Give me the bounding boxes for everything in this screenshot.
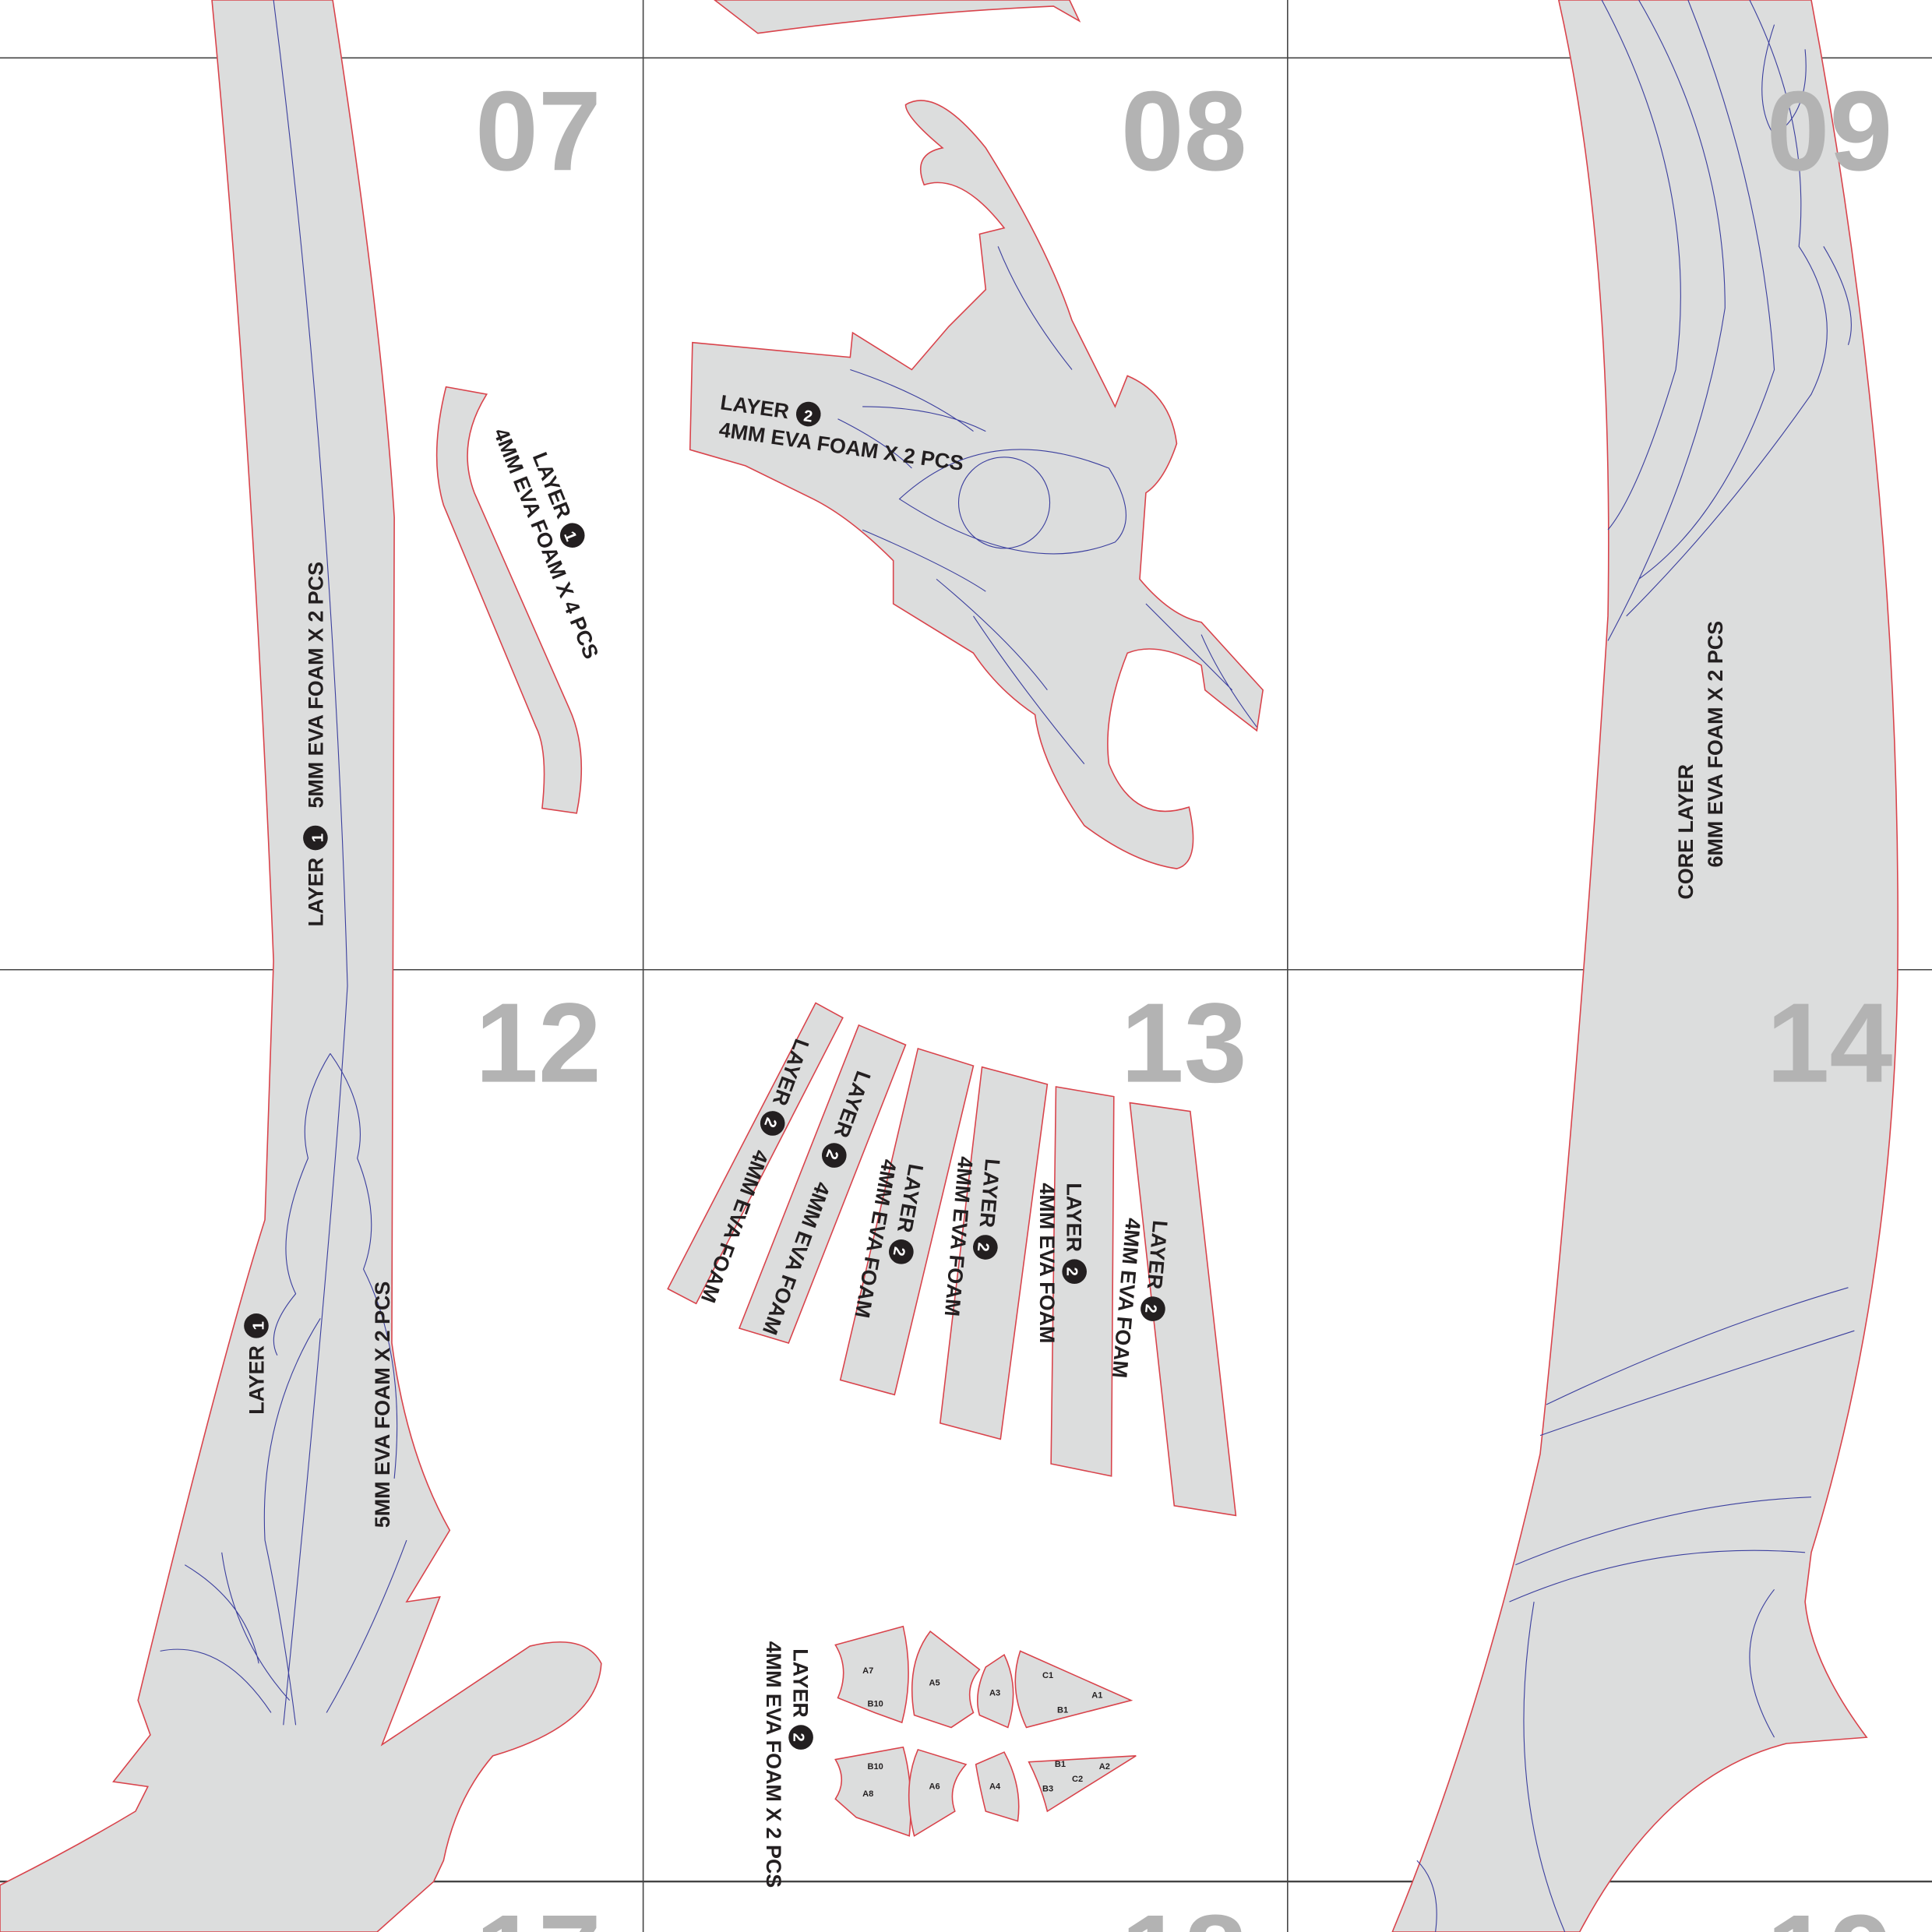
svg-text:2: 2	[890, 1246, 909, 1257]
page-number-18: 18	[1121, 1891, 1247, 1932]
orb-segment	[834, 1625, 909, 1724]
orb-code: A2	[1099, 1762, 1110, 1772]
orb-code: A3	[989, 1688, 1000, 1698]
label-handle: LAYER 1	[244, 1313, 269, 1415]
orb-segment	[911, 1630, 981, 1729]
piece-blade-layer1	[0, 0, 602, 1932]
orb-segment	[976, 1653, 1014, 1729]
segment-piece	[667, 1002, 844, 1305]
orb-segment	[1014, 1650, 1133, 1729]
segment-piece	[1129, 1102, 1237, 1517]
orb-segment-pieces: A7 B10 A5 A3 C1 B1 A1 B10 A8 A6 A4 B1 A2…	[834, 1625, 1137, 1837]
label-blade: LAYER 1 5MM EVA FOAM X 2 PCS	[303, 562, 328, 926]
piece-core-layer	[1391, 0, 1899, 1932]
svg-text:1: 1	[249, 1321, 267, 1330]
svg-text:2: 2	[802, 407, 814, 425]
piece-guard-layer2	[689, 100, 1264, 869]
orb-code: B10	[867, 1700, 883, 1709]
orb-segment	[908, 1748, 968, 1837]
orb-code: B3	[1042, 1785, 1053, 1794]
orb-code: A6	[929, 1782, 940, 1792]
orb-code: B1	[1055, 1760, 1066, 1769]
segment-piece	[839, 1047, 975, 1396]
orb-code: A7	[862, 1666, 873, 1676]
orb-code: B1	[1057, 1705, 1068, 1715]
svg-text:5MM EVA FOAM X 2 PCS: 5MM EVA FOAM X 2 PCS	[304, 562, 327, 809]
page-number-17: 17	[475, 1891, 601, 1932]
svg-text:LAYER: LAYER	[1063, 1183, 1086, 1252]
orb-code: C1	[1042, 1671, 1053, 1680]
svg-text:CORE LAYER: CORE LAYER	[1674, 764, 1698, 900]
orb-code: A5	[929, 1679, 940, 1688]
orb-segment	[834, 1746, 911, 1837]
label-core: CORE LAYER 6MM EVA FOAM X 2 PCS	[1674, 621, 1727, 900]
orb-code: A1	[1091, 1690, 1102, 1700]
page-number-19: 19	[1767, 1891, 1893, 1932]
svg-text:LAYER: LAYER	[245, 1345, 268, 1415]
svg-text:2: 2	[1063, 1267, 1081, 1276]
svg-text:LAYER: LAYER	[304, 858, 327, 927]
page-number-14: 14	[1767, 979, 1893, 1106]
orb-segment	[975, 1751, 1020, 1822]
svg-text:LAYER: LAYER	[789, 1648, 813, 1718]
segment-piece	[1050, 1086, 1115, 1477]
label-segment: LAYER 2 4MM EVA FOAM	[1035, 1183, 1087, 1343]
svg-text:2: 2	[790, 1733, 808, 1741]
svg-text:2: 2	[974, 1242, 992, 1252]
orb-code: A8	[862, 1789, 873, 1799]
page-number-09: 09	[1767, 67, 1893, 194]
label-handle-material: 5MM EVA FOAM X 2 PCS	[371, 1282, 394, 1528]
svg-text:4MM EVA FOAM: 4MM EVA FOAM	[1035, 1183, 1059, 1343]
svg-text:4MM EVA FOAM X 2 PCS: 4MM EVA FOAM X 2 PCS	[762, 1641, 785, 1888]
page-number-12: 12	[475, 979, 601, 1106]
page-number-07: 07	[475, 67, 601, 194]
piece-strip-layer1	[435, 386, 583, 814]
svg-text:2: 2	[1141, 1303, 1160, 1313]
orb-segment	[1028, 1755, 1137, 1813]
orb-code: B10	[867, 1762, 883, 1772]
page-number-08: 08	[1121, 67, 1247, 194]
svg-text:5MM EVA FOAM X 2 PCS: 5MM EVA FOAM X 2 PCS	[371, 1282, 394, 1528]
segment-pieces	[667, 1002, 1237, 1517]
svg-text:6MM EVA FOAM X 2 PCS: 6MM EVA FOAM X 2 PCS	[1704, 621, 1727, 868]
svg-text:1: 1	[308, 834, 326, 842]
page-number-13: 13	[1121, 979, 1247, 1106]
orb-code: C2	[1072, 1775, 1083, 1784]
piece-top-fragment	[714, 0, 1081, 34]
segment-piece	[738, 1024, 907, 1344]
orb-code: A4	[989, 1782, 1001, 1792]
label-orb: LAYER 2 4MM EVA FOAM X 2 PCS	[762, 1641, 813, 1888]
